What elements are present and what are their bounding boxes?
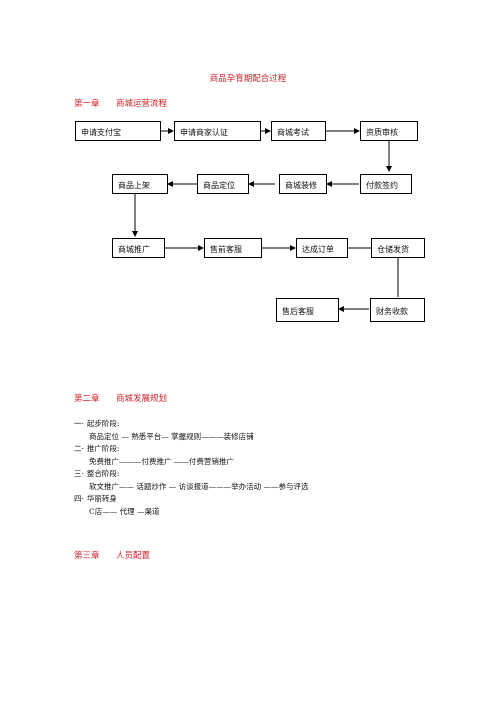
outline-stage-4: 四·华丽转身 bbox=[74, 494, 117, 503]
flow-box-warehouse-shipping: 仓储发货 bbox=[371, 238, 425, 258]
flow-box-finance-collection: 财务收款 bbox=[370, 298, 425, 322]
flow-box-qualification-review: 资质审核 bbox=[360, 121, 418, 141]
chapter-2-name: 商城发展规划 bbox=[116, 394, 168, 404]
outline-detail-1: 商品定位 — 熟悉平台— 掌握规则———装修店铺 bbox=[89, 431, 254, 441]
flow-box-payment-contract: 付款签约 bbox=[360, 174, 412, 194]
chapter-1-name: 商城运营流程 bbox=[116, 99, 168, 109]
flow-box-mall-promotion: 商城推广 bbox=[112, 238, 165, 258]
chapter-2-number: 第二章 bbox=[74, 394, 100, 404]
outline-detail-4: C店—— 代理 —渠道 bbox=[89, 506, 160, 516]
flow-box-aftersale-service: 售后客服 bbox=[276, 298, 339, 322]
flow-box-order-completed: 达成订单 bbox=[296, 238, 348, 258]
flow-box-product-positioning: 商品定位 bbox=[197, 174, 249, 194]
chapter-1-heading: 第一章 商城运营流程 bbox=[74, 97, 167, 109]
flow-box-apply-merchant-cert: 申请商家认证 bbox=[174, 121, 261, 141]
chapter-3-name: 人员配置 bbox=[116, 551, 151, 561]
chapter-2-heading: 第二章 商城发展规划 bbox=[74, 392, 167, 404]
flow-box-apply-alipay: 申请支付宝 bbox=[75, 121, 161, 141]
development-outline: 一·起步阶段: 商品定位 — 熟悉平台— 掌握规则———装修店铺 二·推广阶段:… bbox=[74, 418, 309, 518]
outline-detail-3: 软文推广—— 话题炒作 — 访谈报道———举办活动 ——参与评选 bbox=[89, 481, 309, 491]
flow-box-presale-service: 售前客服 bbox=[204, 238, 262, 258]
chapter-3-heading: 第三章 人员配置 bbox=[74, 549, 150, 561]
outline-stage-3: 三·整合阶段: bbox=[74, 469, 120, 478]
chapter-1-number: 第一章 bbox=[74, 99, 100, 109]
outline-stage-2: 二·推广阶段: bbox=[74, 444, 120, 453]
outline-detail-2: 免费推广———付费推广 ——付费营销推广 bbox=[89, 456, 234, 466]
document-title: 商品孕育期配合过程 bbox=[209, 74, 287, 84]
flow-box-mall-exam: 商城考试 bbox=[271, 121, 326, 141]
outline-stage-1: 一·起步阶段: bbox=[74, 419, 120, 428]
flow-box-mall-decoration: 商城装修 bbox=[279, 174, 327, 194]
flow-box-product-listing: 商品上架 bbox=[112, 174, 168, 194]
chapter-3-number: 第三章 bbox=[74, 551, 100, 561]
